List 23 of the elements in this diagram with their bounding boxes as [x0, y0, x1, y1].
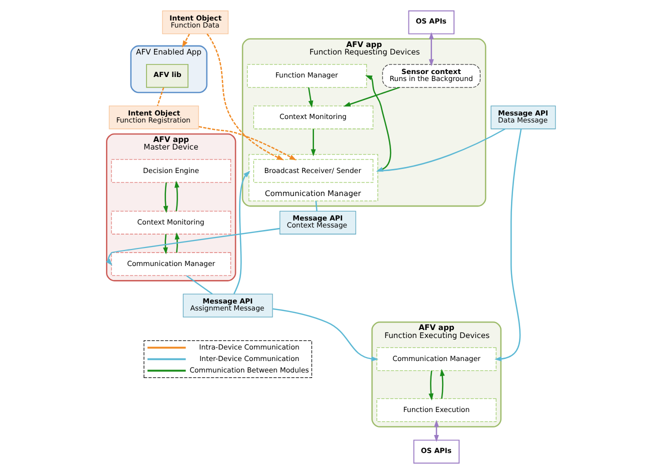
arrow	[106, 228, 280, 266]
arrow	[440, 368, 445, 399]
arrow	[182, 34, 190, 48]
arrow	[163, 182, 168, 214]
arrow	[428, 32, 434, 66]
arrow	[310, 129, 316, 156]
arrow	[233, 170, 250, 294]
arrow	[272, 308, 378, 362]
connector	[315, 200, 318, 212]
arrow	[198, 126, 296, 160]
connector	[186, 275, 213, 294]
arrow	[343, 86, 400, 107]
arrow	[428, 370, 434, 400]
arrow	[365, 75, 392, 172]
arrow	[494, 128, 522, 362]
arrow	[376, 128, 506, 172]
arrow	[163, 234, 168, 254]
arrow	[174, 180, 180, 212]
arrow	[206, 34, 284, 160]
arrow	[434, 420, 439, 442]
arrow	[174, 232, 180, 253]
arrow	[308, 87, 314, 108]
connector	[156, 87, 164, 106]
